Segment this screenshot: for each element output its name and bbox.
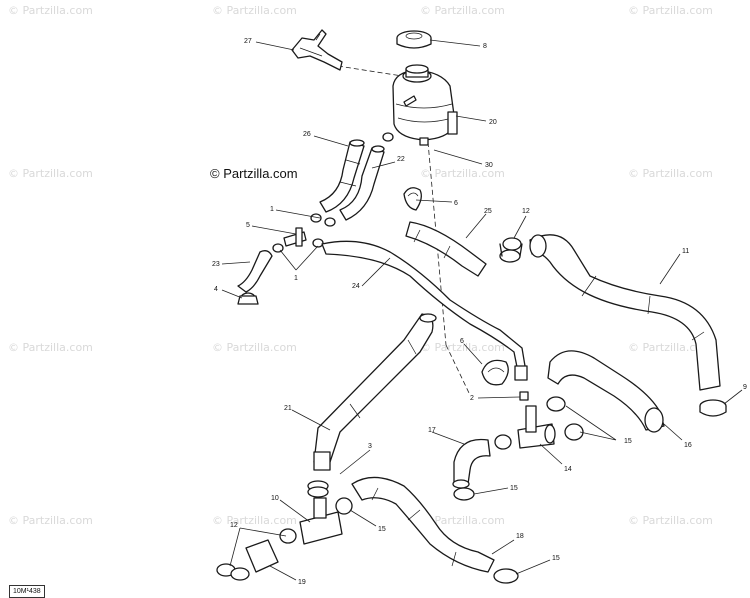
callout-16: 16 bbox=[684, 442, 692, 449]
callout-15: 15 bbox=[510, 485, 518, 492]
watermark: © Partzilla.com bbox=[8, 4, 93, 17]
watermark: © Partzilla.com bbox=[420, 514, 505, 527]
callout-1: 1 bbox=[270, 206, 274, 213]
clamp-3[interactable] bbox=[307, 480, 329, 498]
hose-clamp-9[interactable] bbox=[699, 399, 727, 417]
hose-11[interactable] bbox=[529, 234, 721, 391]
callout-20: 20 bbox=[489, 119, 497, 126]
tee-fitting-5[interactable] bbox=[283, 227, 307, 247]
callout-1: 1 bbox=[294, 275, 298, 282]
hose-clamp[interactable] bbox=[272, 238, 324, 253]
callout-25: 25 bbox=[484, 208, 492, 215]
hose-clamp-15[interactable] bbox=[335, 396, 584, 584]
callout-18: 18 bbox=[516, 533, 524, 540]
hose-22[interactable] bbox=[339, 145, 385, 221]
watermark: © Partzilla.com bbox=[628, 341, 713, 354]
tee-fitting-14[interactable] bbox=[517, 405, 556, 449]
callout-21: 21 bbox=[284, 405, 292, 412]
watermark: © Partzilla.com bbox=[628, 167, 713, 180]
callout-26: 26 bbox=[303, 131, 311, 138]
watermark: © Partzilla.com bbox=[212, 4, 297, 17]
callout-30: 30 bbox=[485, 162, 493, 169]
callout-3: 3 bbox=[368, 443, 372, 450]
breather-tube[interactable] bbox=[291, 29, 343, 71]
brand-label: © Partzilla.com bbox=[210, 166, 298, 181]
callout-15: 15 bbox=[624, 438, 632, 445]
watermark: © Partzilla.com bbox=[212, 514, 297, 527]
fitting-4[interactable] bbox=[237, 292, 259, 305]
callout-8: 8 bbox=[483, 43, 487, 50]
hose-25[interactable] bbox=[405, 221, 487, 277]
watermark: © Partzilla.com bbox=[8, 341, 93, 354]
watermark-grid: © Partzilla.com © Partzilla.com © Partzi… bbox=[8, 4, 713, 527]
clamp-6-middle[interactable] bbox=[481, 359, 509, 386]
pressure-cap[interactable] bbox=[396, 30, 432, 49]
hose-23[interactable] bbox=[237, 250, 273, 293]
callout-22: 22 bbox=[397, 156, 405, 163]
clamp-6-upper[interactable] bbox=[403, 187, 422, 211]
callout-12: 12 bbox=[230, 522, 238, 529]
watermark: © Partzilla.com bbox=[628, 514, 713, 527]
reference-code-label: 10M¹438 bbox=[9, 585, 45, 598]
watermark: © Partzilla.com bbox=[8, 514, 93, 527]
watermark: © Partzilla.com bbox=[420, 4, 505, 17]
tube-24[interactable] bbox=[321, 240, 528, 381]
hose-16[interactable] bbox=[547, 350, 665, 433]
callout-6: 6 bbox=[460, 338, 464, 345]
coupler-19[interactable] bbox=[216, 539, 279, 581]
callout-15: 15 bbox=[378, 526, 386, 533]
callout-23: 23 bbox=[212, 261, 220, 268]
callout-17: 17 bbox=[428, 427, 436, 434]
hose-clamp[interactable] bbox=[310, 132, 394, 227]
watermark: © Partzilla.com bbox=[212, 341, 297, 354]
callout-19: 19 bbox=[298, 579, 306, 586]
watermark: © Partzilla.com bbox=[8, 167, 93, 180]
callout-5: 5 bbox=[246, 222, 250, 229]
callout-6: 6 bbox=[454, 200, 458, 207]
callout-14: 14 bbox=[564, 466, 572, 473]
callout-9: 9 bbox=[743, 384, 747, 391]
fitting-2[interactable] bbox=[519, 391, 529, 401]
watermark: © Partzilla.com bbox=[420, 341, 505, 354]
tee-fitting-10[interactable] bbox=[279, 497, 343, 545]
callout-10: 10 bbox=[271, 495, 279, 502]
callout-11: 11 bbox=[682, 248, 689, 255]
watermark: © Partzilla.com bbox=[628, 4, 713, 17]
callout-numbers: 27 8 20 26 22 30 6 1 5 25 12 11 23 1 24 … bbox=[212, 38, 747, 586]
watermark: © Partzilla.com bbox=[420, 167, 505, 180]
callout-24: 24 bbox=[352, 283, 360, 290]
callout-4: 4 bbox=[214, 286, 218, 293]
hose-clamp-12[interactable] bbox=[499, 237, 523, 263]
expansion-tank[interactable] bbox=[392, 64, 458, 146]
callout-27: 27 bbox=[244, 38, 252, 45]
hose-18[interactable] bbox=[351, 476, 495, 573]
callout-15: 15 bbox=[552, 555, 560, 562]
callout-2: 2 bbox=[470, 395, 474, 402]
callout-12: 12 bbox=[522, 208, 530, 215]
hose-21[interactable] bbox=[313, 313, 437, 471]
leader-lines bbox=[221, 39, 743, 581]
elbow-hose-17[interactable] bbox=[452, 438, 491, 489]
hose-26[interactable] bbox=[319, 139, 365, 213]
